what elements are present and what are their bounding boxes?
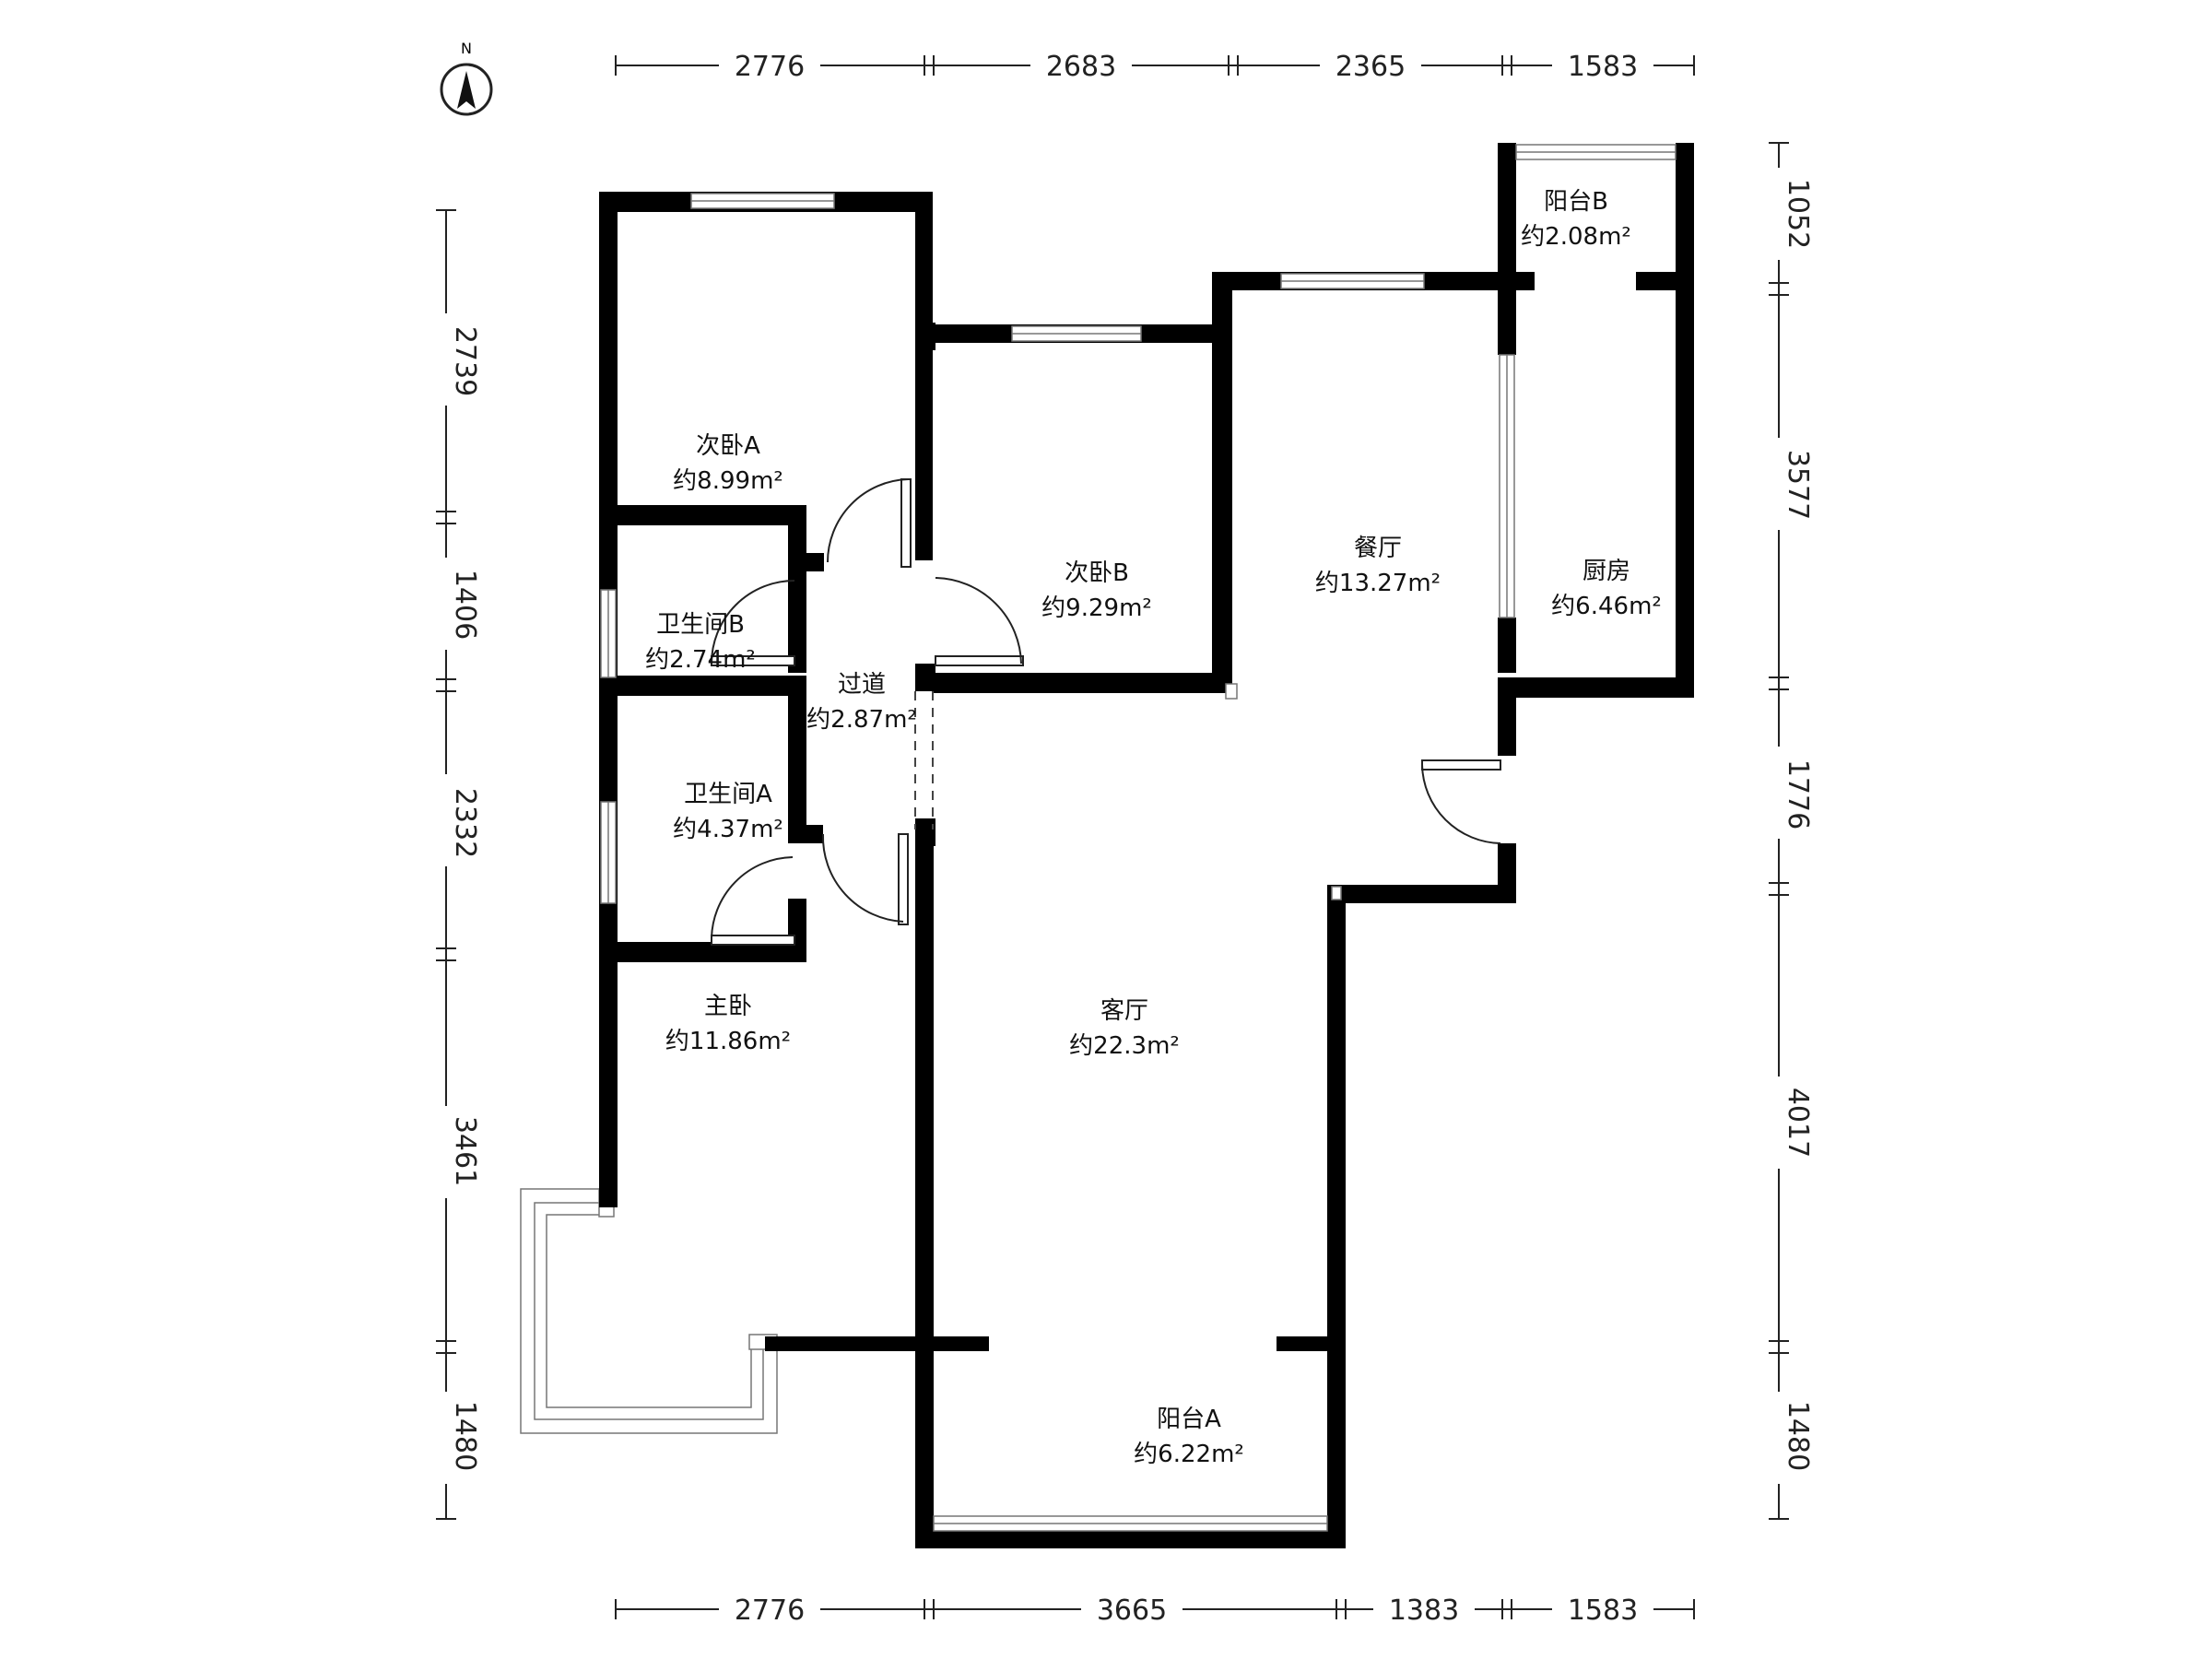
room-master-name: 主卧	[704, 993, 752, 1020]
dim-left-5: 1480	[449, 1401, 481, 1471]
compass-icon: N	[440, 40, 493, 116]
dim-right-5: 1480	[1782, 1401, 1814, 1471]
room-bedroom-a-name: 次卧A	[696, 432, 760, 460]
room-living: 客厅 约22.3m²	[1069, 997, 1180, 1060]
windows	[600, 144, 1677, 1532]
room-master-area: 约11.86m²	[665, 1028, 791, 1055]
compass-label: N	[461, 40, 472, 57]
room-bedroom-b-area: 约9.29m²	[1041, 594, 1152, 622]
dim-top-2: 2683	[1046, 51, 1116, 83]
room-dining-area: 约13.27m²	[1315, 570, 1441, 597]
room-bath-a-name: 卫生间A	[684, 781, 772, 808]
dim-top-3: 2365	[1335, 51, 1406, 83]
dim-top-4: 1583	[1568, 51, 1638, 83]
room-living-area: 约22.3m²	[1069, 1032, 1180, 1060]
room-balcony-a-area: 约6.22m²	[1134, 1441, 1244, 1468]
dim-bottom-4: 1583	[1568, 1594, 1638, 1627]
room-bath-b: 卫生间B 约2.74m²	[645, 611, 756, 674]
room-master: 主卧 约11.86m²	[665, 993, 791, 1055]
room-bath-b-area: 约2.74m²	[645, 646, 756, 674]
room-hallway: 过道 约2.87m²	[806, 671, 917, 734]
dim-left-3: 2332	[449, 788, 481, 858]
dimensions-left: 2739 1406 2332 3461 1480	[429, 209, 481, 1520]
room-bath-a-area: 约4.37m²	[673, 816, 783, 843]
dim-right-4: 4017	[1782, 1088, 1814, 1158]
room-labels: 次卧A 约8.99m² 次卧B 约9.29m² 卫生间B 约2.74m² 过道 …	[645, 188, 1662, 1468]
dim-right-1: 1052	[1782, 179, 1814, 249]
room-dining-name: 餐厅	[1354, 535, 1402, 562]
room-hallway-name: 过道	[838, 671, 886, 699]
room-kitchen-name: 厨房	[1583, 558, 1630, 585]
room-balcony-b: 阳台B 约2.08m²	[1521, 188, 1631, 251]
dimensions-top: 2776 2683 2365 1583	[615, 48, 1695, 83]
dim-bottom-2: 3665	[1097, 1594, 1167, 1627]
dim-right-2: 3577	[1782, 450, 1814, 520]
dim-bottom-1: 2776	[735, 1594, 805, 1627]
room-bedroom-b-name: 次卧B	[1065, 559, 1129, 587]
dim-top-1: 2776	[735, 51, 805, 83]
room-hallway-area: 约2.87m²	[806, 706, 917, 734]
room-bedroom-a: 次卧A 约8.99m²	[673, 432, 783, 495]
dim-left-2: 1406	[449, 570, 481, 640]
dim-left-4: 3461	[449, 1116, 481, 1186]
room-balcony-a-name: 阳台A	[1157, 1406, 1221, 1433]
dim-bottom-3: 1383	[1389, 1594, 1459, 1627]
dim-left-1: 2739	[449, 326, 481, 396]
dimensions-bottom: 2776 3665 1383 1583	[615, 1592, 1695, 1627]
doors	[711, 478, 1501, 946]
room-bath-a: 卫生间A 约4.37m²	[673, 781, 783, 843]
room-kitchen: 厨房 约6.46m²	[1551, 558, 1662, 620]
room-kitchen-area: 约6.46m²	[1551, 593, 1662, 620]
room-balcony-a: 阳台A 约6.22m²	[1134, 1406, 1244, 1468]
room-bedroom-a-area: 约8.99m²	[673, 467, 783, 495]
room-bath-b-name: 卫生间B	[656, 611, 745, 639]
room-balcony-b-name: 阳台B	[1544, 188, 1608, 216]
dim-right-3: 1776	[1782, 759, 1814, 830]
room-living-name: 客厅	[1100, 997, 1148, 1025]
dimensions-right: 1052 3577 1776 4017 1480	[1761, 142, 1814, 1520]
room-bedroom-b: 次卧B 约9.29m²	[1041, 559, 1152, 622]
master-balcony-outline	[520, 1188, 778, 1434]
room-dining: 餐厅 约13.27m²	[1315, 535, 1441, 597]
room-balcony-b-area: 约2.08m²	[1521, 223, 1631, 251]
